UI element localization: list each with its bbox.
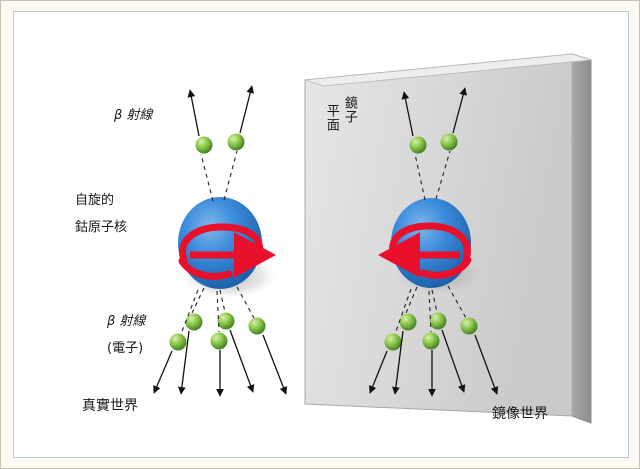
arrows-top-left bbox=[187, 85, 255, 137]
trajectories-bottom-right bbox=[394, 285, 467, 335]
label-real-world: 真實世界 bbox=[82, 398, 138, 414]
arrows-bottom-left bbox=[153, 329, 288, 397]
electrons-bottom-left bbox=[169, 312, 266, 351]
label-spinning-nucleus-line1: 自旋的 bbox=[75, 193, 115, 208]
electrons-top-left bbox=[195, 133, 245, 154]
label-mirror-world: 鏡像世界 bbox=[492, 406, 548, 422]
figure-panel: β 射線 自旋的 鈷原子核 β 射線 (電子) 真實世界 平面 鏡子 鏡像世界 bbox=[13, 11, 629, 458]
electrons-bottom-right bbox=[384, 312, 478, 351]
arrows-bottom-right bbox=[369, 329, 499, 397]
trajectories-top-right bbox=[414, 150, 451, 201]
trajectories-bottom-left bbox=[180, 286, 255, 335]
parity-violation-diagram bbox=[153, 53, 592, 424]
spin-arrow-left bbox=[178, 223, 276, 280]
electrons-top-right bbox=[409, 133, 458, 154]
label-beta-ray-bottom-sub: (電子) bbox=[107, 341, 144, 356]
label-mirror-sub: 平面 bbox=[323, 104, 339, 132]
label-beta-ray-top: β 射線 bbox=[114, 108, 153, 123]
label-mirror: 鏡子 bbox=[341, 96, 357, 124]
label-spinning-nucleus-line2: 鈷原子核 bbox=[75, 220, 128, 235]
trajectories-top-left bbox=[200, 150, 238, 202]
spin-arrow-right bbox=[378, 222, 472, 279]
real-world-group bbox=[153, 85, 288, 397]
arrows-top-right bbox=[401, 87, 467, 137]
label-beta-ray-bottom: β 射線 bbox=[107, 314, 146, 329]
mirror-world-group bbox=[369, 87, 499, 397]
